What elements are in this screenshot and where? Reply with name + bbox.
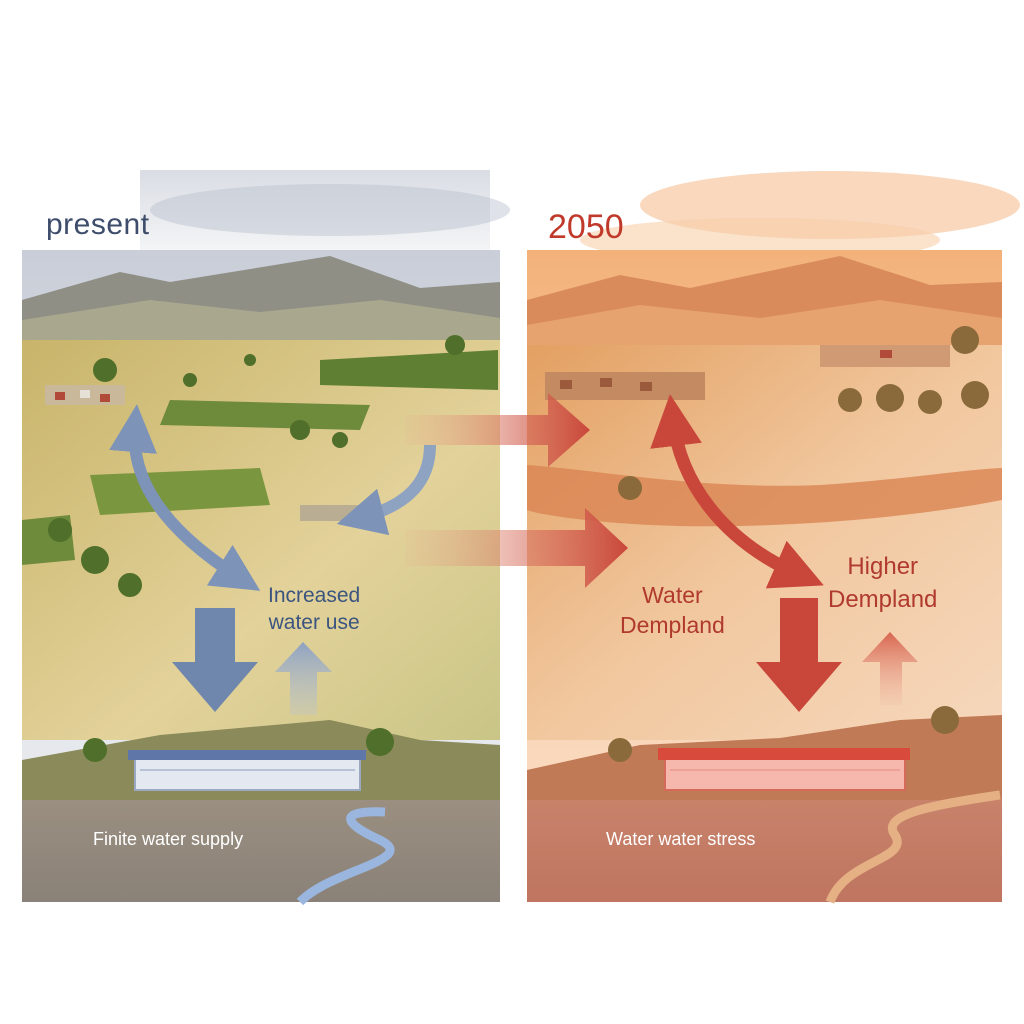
- future-up-arrow: [862, 632, 918, 705]
- higher-demand-label: Higher Dempland: [828, 550, 937, 616]
- present-trees: [48, 335, 465, 597]
- higher-demand-line-1: Higher: [847, 553, 919, 580]
- present-ground: [22, 800, 500, 902]
- future-ground: [527, 800, 1002, 902]
- present-title: present: [46, 208, 150, 241]
- present-river: [296, 807, 395, 906]
- water-stress-caption: Water water stress: [606, 829, 756, 849]
- present-panel: [22, 250, 500, 906]
- future-down-arrow: [756, 598, 842, 712]
- present-crop-field-3: [320, 350, 498, 390]
- present-cycle-arrow: [109, 404, 261, 591]
- water-demand-line-1: Water: [642, 582, 703, 608]
- present-crop-field-1: [160, 400, 370, 430]
- sky-haze-right: [580, 171, 1020, 262]
- present-reservoir: [128, 750, 366, 791]
- finite-water-supply-caption: Finite water supply: [93, 829, 244, 849]
- present-down-arrow: [172, 608, 258, 712]
- transition-arrows: [405, 393, 628, 588]
- future-title: 2050: [548, 208, 624, 246]
- transition-arrow-lower: [405, 508, 628, 588]
- future-dry-river: [825, 790, 1001, 904]
- increased-water-use-line-2: water use: [268, 611, 360, 634]
- future-trees: [618, 326, 989, 500]
- water-demand-line-2: Dempland: [620, 612, 725, 638]
- water-demand-label: Water Dempland: [620, 580, 725, 640]
- future-village: [545, 345, 950, 400]
- present-return-arrow: [336, 444, 436, 536]
- present-up-arrow: [275, 642, 332, 715]
- future-cycle-arrow: [650, 394, 824, 589]
- future-reservoir: [658, 748, 910, 791]
- increased-water-use-line-1: Increased: [268, 584, 361, 607]
- transition-arrow-upper: [405, 393, 590, 467]
- sky-haze-left: [140, 170, 510, 250]
- increased-water-use-label: Increased water use: [268, 582, 360, 636]
- higher-demand-line-2: Dempland: [828, 586, 938, 613]
- future-panel: [527, 250, 1002, 904]
